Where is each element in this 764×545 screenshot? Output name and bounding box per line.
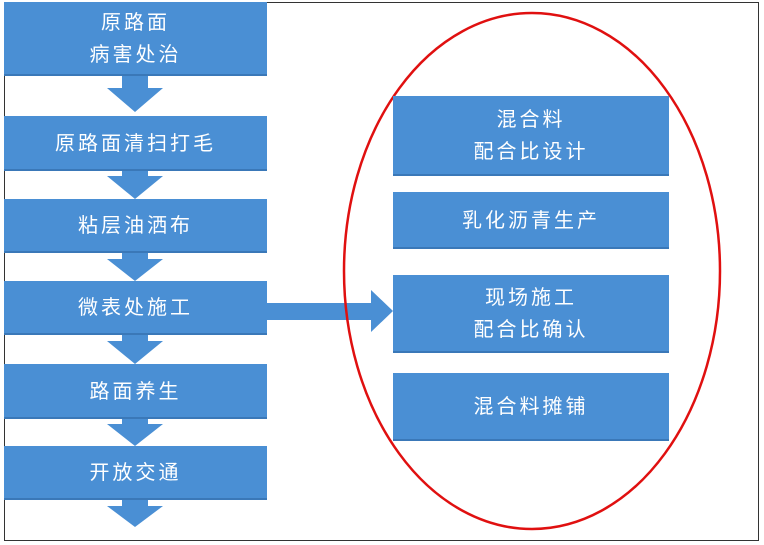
flow-step-3-label: 粘层油洒布 bbox=[78, 213, 193, 237]
flow-step-4: 微表处施工 bbox=[4, 281, 267, 335]
flow-step-5: 路面养生 bbox=[4, 364, 267, 419]
detail-step-1: 混合料 配合比设计 bbox=[393, 96, 669, 176]
detail-step-2: 乳化沥青生产 bbox=[393, 192, 669, 249]
flow-step-2: 原路面清扫打毛 bbox=[4, 116, 267, 171]
detail-step-3-line1: 现场施工 bbox=[485, 285, 577, 309]
detail-step-1-line2: 配合比设计 bbox=[473, 139, 589, 163]
down-arrow-6 bbox=[107, 500, 163, 527]
detail-step-4: 混合料摊铺 bbox=[393, 373, 669, 441]
flow-step-2-label: 原路面清扫打毛 bbox=[55, 130, 216, 155]
detail-step-1-line1: 混合料 bbox=[496, 107, 566, 131]
flow-step-6: 开放交通 bbox=[4, 446, 267, 500]
flow-step-6-label: 开放交通 bbox=[89, 460, 182, 484]
right-arrow bbox=[267, 290, 393, 332]
down-arrow-1 bbox=[107, 76, 163, 112]
diagram-frame bbox=[4, 2, 759, 541]
down-arrow-2 bbox=[107, 171, 163, 199]
detail-step-2-label: 乳化沥青生产 bbox=[462, 207, 600, 232]
detail-step-3: 现场施工 配合比确认 bbox=[393, 275, 669, 353]
flow-step-1-line1: 原路面 bbox=[101, 10, 170, 34]
flow-step-4-label: 微表处施工 bbox=[78, 295, 193, 319]
flow-step-1-line2: 病害处治 bbox=[89, 42, 182, 66]
down-arrow-4 bbox=[107, 335, 163, 364]
detail-ellipse bbox=[342, 11, 722, 531]
down-arrow-3 bbox=[107, 253, 163, 281]
flow-step-5-label: 路面养生 bbox=[89, 378, 182, 403]
detail-step-3-line2: 配合比确认 bbox=[473, 317, 589, 341]
flow-step-1: 原路面 病害处治 bbox=[4, 2, 267, 76]
flow-step-3: 粘层油洒布 bbox=[4, 199, 267, 253]
down-arrow-5 bbox=[107, 419, 163, 446]
detail-step-4-label: 混合料摊铺 bbox=[473, 394, 589, 418]
